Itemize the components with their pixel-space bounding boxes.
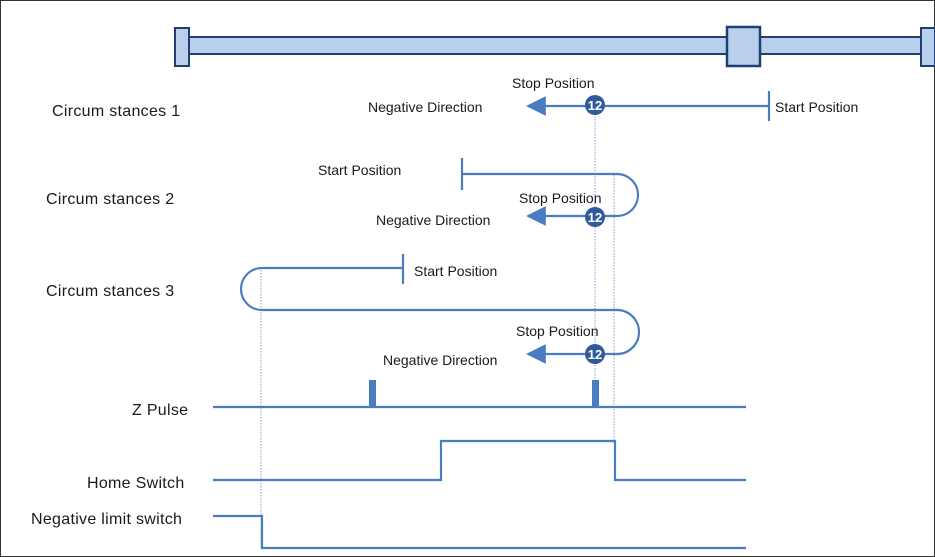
case2-negative-direction: Negative Direction bbox=[376, 212, 490, 228]
negative-limit-label: Negative limit switch bbox=[31, 511, 182, 528]
case2-path-arrow bbox=[462, 172, 640, 226]
circumstance-3-label: Circum stances 3 bbox=[46, 283, 174, 300]
home-switch-waveform bbox=[213, 439, 746, 482]
axis-left-endcap bbox=[174, 27, 190, 67]
circumstance-2: Circum stances 2 Start Position Stop Pos… bbox=[46, 158, 640, 228]
case3-path-arrow bbox=[239, 266, 641, 364]
z-pulse-1 bbox=[369, 380, 376, 407]
circumstance-2-label: Circum stances 2 bbox=[46, 191, 174, 208]
case3-stop-position: Stop Position bbox=[516, 323, 599, 339]
z-pulse-signal: Z Pulse bbox=[132, 380, 746, 419]
case3-negative-direction: Negative Direction bbox=[383, 352, 497, 368]
home-switch-label: Home Switch bbox=[87, 475, 185, 492]
z-pulse-label: Z Pulse bbox=[132, 402, 188, 419]
case1-stop-position: Stop Position bbox=[512, 75, 595, 91]
case2-stop-badge-text: 12 bbox=[588, 210, 602, 225]
case3-start-position: Start Position bbox=[414, 263, 497, 279]
negative-limit-signal: Negative limit switch bbox=[31, 511, 746, 550]
case3-stop-badge-text: 12 bbox=[588, 347, 602, 362]
case1-negative-direction: Negative Direction bbox=[368, 99, 482, 115]
case1-stop-badge bbox=[585, 95, 605, 115]
negative-limit-waveform bbox=[213, 514, 746, 550]
axis-right-endcap bbox=[920, 27, 935, 67]
circumstance-1-label: Circum stances 1 bbox=[52, 103, 180, 120]
circumstance-3: Circum stances 3 Start Position Stop Pos… bbox=[46, 254, 641, 368]
case1-start-position: Start Position bbox=[775, 99, 858, 115]
axis-home-slider bbox=[725, 25, 762, 68]
position-axis bbox=[174, 25, 935, 68]
circumstance-1: Circum stances 1 Start Position Stop Pos… bbox=[52, 75, 858, 121]
case2-start-position: Start Position bbox=[318, 162, 401, 178]
axis-bar bbox=[185, 36, 927, 55]
case1-stop-badge-text: 12 bbox=[588, 98, 602, 113]
case2-stop-badge bbox=[585, 207, 605, 227]
z-pulse-2 bbox=[592, 380, 599, 407]
home-switch-signal: Home Switch bbox=[87, 439, 746, 492]
case2-stop-position: Stop Position bbox=[519, 190, 602, 206]
case3-stop-badge bbox=[585, 344, 605, 364]
